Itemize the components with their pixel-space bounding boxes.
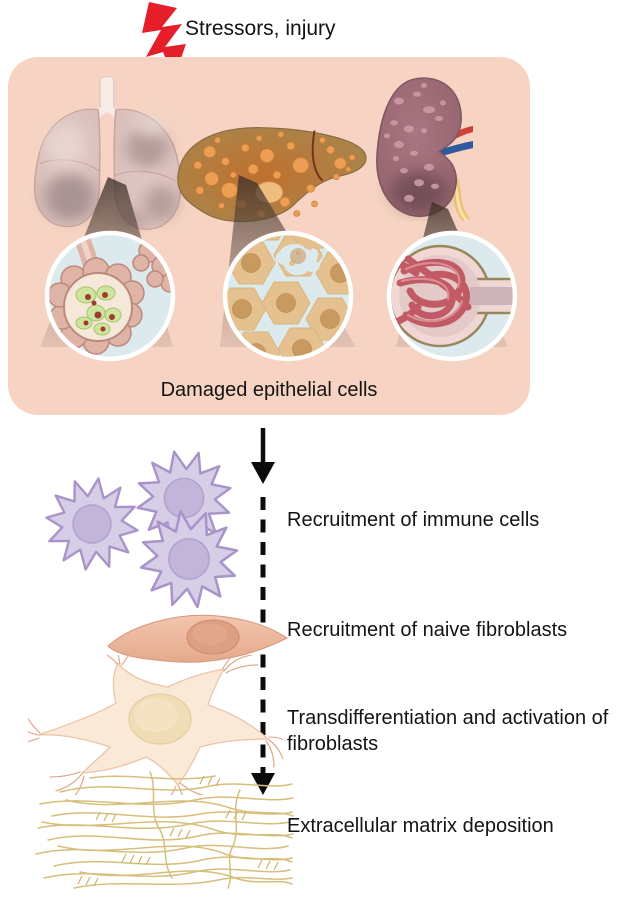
step-label-immune-cells: Recruitment of immune cells	[287, 509, 540, 531]
panel-caption: Damaged epithelial cells	[160, 379, 378, 401]
step-label-naive-fibroblasts: Recruitment of naive fibroblasts	[287, 619, 568, 641]
ecm-fibers-icon	[35, 771, 294, 889]
kidney-icon	[376, 77, 473, 221]
activated-fibroblast-icon	[28, 655, 283, 795]
damaged-organs-panel: Damaged epithelial cells	[8, 57, 530, 415]
step-label-ecm-deposition: Extracellular matrix deposition	[287, 815, 554, 837]
naive-fibroblast-icon	[107, 614, 288, 663]
immune-cells-icon	[38, 440, 253, 608]
damaged-alveoli-inset-icon	[44, 230, 176, 362]
organs-illustration	[33, 76, 518, 362]
damaged-glomerulus-inset-icon	[386, 230, 518, 362]
lung-icon	[33, 76, 182, 230]
step-label-transdifferentiation: Transdifferentiation and activation of f…	[287, 707, 609, 755]
stressors-injury-label: Stressors, injury	[185, 17, 336, 40]
liver-icon	[177, 127, 367, 223]
